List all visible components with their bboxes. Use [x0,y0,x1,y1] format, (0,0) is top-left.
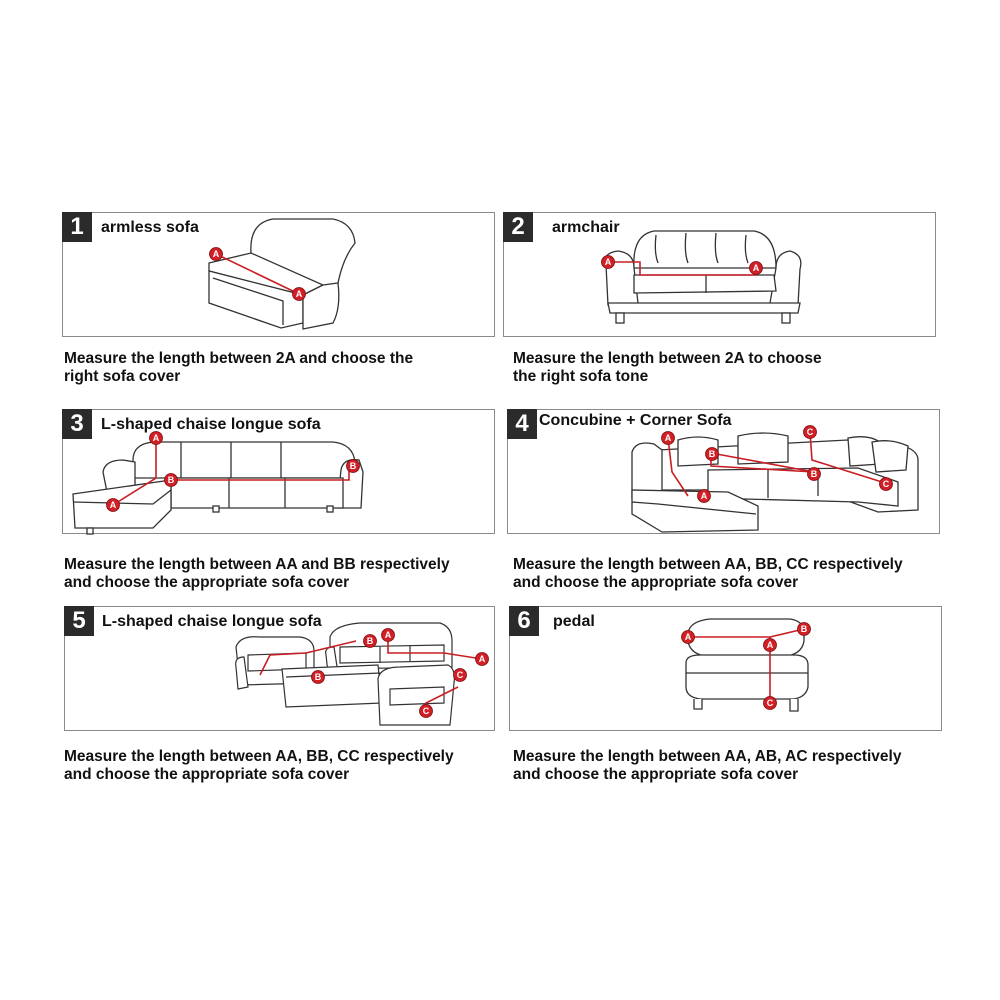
svg-text:B: B [367,636,374,646]
svg-text:B: B [801,624,808,634]
marker-b: B [346,459,360,473]
marker-a: A [697,489,711,503]
panel-5: 5 L-shaped chaise longue sofa B B A A C … [64,606,495,731]
marker-b: B [807,467,821,481]
living-room-set-illustration: B B A A C C [235,622,489,726]
svg-text:C: C [807,427,814,437]
svg-text:A: A [767,640,774,650]
panel-2: 2 armchair A A [503,212,936,337]
svg-text:A: A [701,491,708,501]
marker-a: A [106,498,120,512]
svg-text:B: B [315,672,322,682]
svg-text:A: A [753,263,760,273]
marker-a: A [661,431,675,445]
svg-text:B: B [811,469,818,479]
svg-text:A: A [605,257,612,267]
marker-a: A [763,638,777,652]
panel-6: 6 pedal A A B C [509,606,942,731]
marker-c: C [803,425,817,439]
marker-b: B [705,447,719,461]
panel-number: 3 [62,409,92,439]
svg-text:A: A [110,500,117,510]
panel-3-caption: Measure the length between AA and BB res… [64,556,450,591]
corner-sofa-illustration: A A B B C C [631,425,919,533]
svg-text:B: B [350,461,357,471]
marker-a: A [601,255,615,269]
pedal-ottoman-illustration: A A B C [681,618,811,712]
svg-text:C: C [457,670,464,680]
panel-3: 3 L-shaped chaise longue sofa A A B B [62,409,495,535]
panel-title: Concubine + Corner Sofa [539,412,732,429]
armchair-illustration: A A [601,230,802,324]
marker-a: A [749,261,763,275]
marker-c: C [419,704,433,718]
marker-a: A [209,247,223,261]
marker-c: C [879,477,893,491]
marker-b: B [797,622,811,636]
svg-text:B: B [709,449,716,459]
svg-text:B: B [168,475,175,485]
panel-4: 4 Concubine + Corner Sofa A A B B C C [507,409,940,534]
marker-a: A [681,630,695,644]
panel-number: 1 [62,212,92,242]
panel-1-caption: Measure the length between 2A and choose… [64,350,414,385]
panel-title: pedal [553,613,595,630]
svg-text:A: A [665,433,672,443]
panel-6-caption: Measure the length between AA, AB, AC re… [513,748,902,783]
svg-text:A: A [685,632,692,642]
svg-text:A: A [213,249,220,259]
panel-number: 4 [507,409,537,439]
svg-text:C: C [423,706,430,716]
panel-title: armchair [552,219,620,236]
marker-b: B [311,670,325,684]
marker-c: C [763,696,777,710]
marker-a: A [292,287,306,301]
panel-number: 5 [64,606,94,636]
panel-number: 2 [503,212,533,242]
svg-text:A: A [479,654,486,664]
svg-text:A: A [385,630,392,640]
panel-title: armless sofa [101,219,199,236]
marker-a: A [475,652,489,666]
marker-b: B [164,473,178,487]
svg-text:C: C [767,698,774,708]
svg-text:A: A [296,289,303,299]
panel-4-caption: Measure the length between AA, BB, CC re… [513,556,903,591]
marker-a: A [381,628,395,642]
marker-b: B [363,634,377,648]
svg-text:A: A [153,433,160,443]
panel-number: 6 [509,606,539,636]
armless-sofa-illustration: A A [208,218,356,330]
marker-c: C [453,668,467,682]
svg-text:C: C [883,479,890,489]
marker-a: A [149,431,163,445]
panel-5-caption: Measure the length between AA, BB, CC re… [64,748,454,783]
l-shaped-sofa-illustration: A A B B [72,431,364,535]
panel-title: L-shaped chaise longue sofa [101,416,321,433]
panel-1: 1 armless sofa A A [62,212,495,337]
panel-title: L-shaped chaise longue sofa [102,613,322,630]
